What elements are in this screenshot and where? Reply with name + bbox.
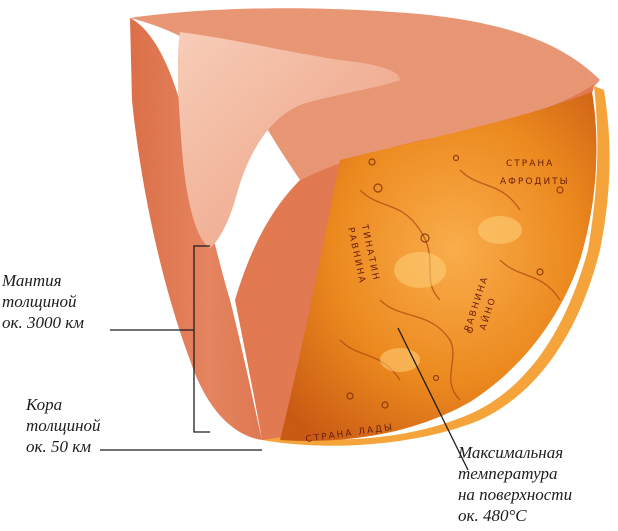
mantle-label-line1: Мантия [2, 270, 84, 291]
crust-label-line3: ок. 50 км [26, 436, 101, 457]
crust-label-line2: толщиной [26, 415, 101, 436]
temperature-label-line1: Максимальная [458, 442, 572, 463]
mantle-label: Мантия толщиной ок. 3000 км [2, 270, 84, 333]
temperature-label-line3: на поверхности [458, 484, 572, 505]
mantle-label-line2: толщиной [2, 291, 84, 312]
crust-label: Кора толщиной ок. 50 км [26, 394, 101, 457]
mantle-label-line3: ок. 3000 км [2, 312, 84, 333]
region-aphrodite-line1: СТРАНА [506, 159, 554, 169]
temperature-label: Максимальная температура на поверхности … [458, 442, 572, 526]
temperature-label-line4: ок. 480°C [458, 505, 572, 526]
region-aphrodite-line2: АФРОДИТЫ [500, 177, 570, 187]
temperature-label-line2: температура [458, 463, 572, 484]
crust-label-line1: Кора [26, 394, 101, 415]
